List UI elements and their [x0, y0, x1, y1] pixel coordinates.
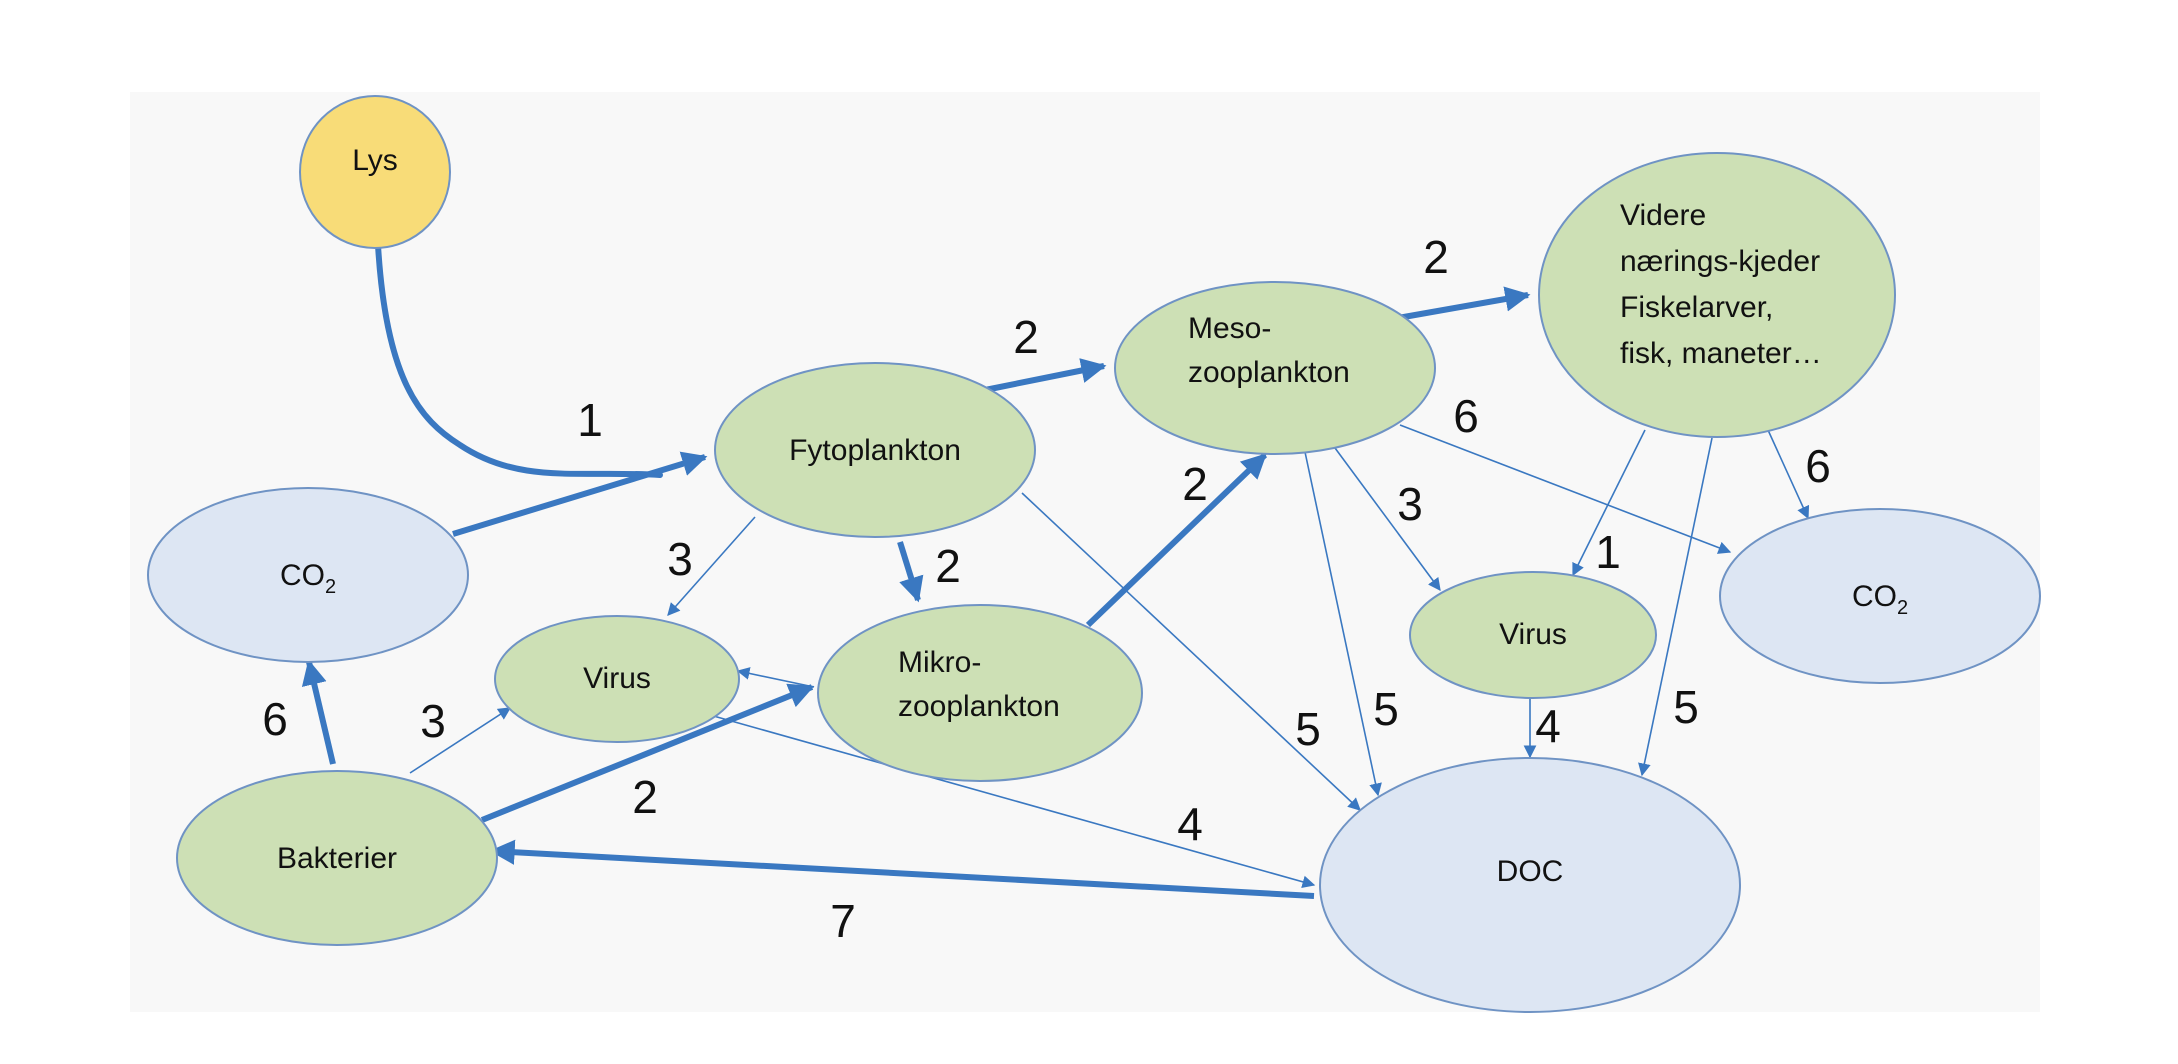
- node-fytoplankton-label: Fytoplankton: [789, 434, 961, 467]
- edge-label-meso-doc: 5: [1373, 683, 1399, 735]
- edge-label-virus-doc: 4: [1177, 798, 1203, 850]
- edge-label-bakterier-mikro: 2: [632, 771, 658, 823]
- edge-label-doc-bakterier: 7: [830, 895, 856, 947]
- node-videre-naeringskjeder: Videre nærings-kjeder Fiskelarver, fisk,…: [1538, 152, 1896, 438]
- edge-label-bakterier-co2: 6: [262, 693, 288, 745]
- edge-label-meso-virus: 3: [1397, 478, 1423, 530]
- edge-virus-left-to-doc: [709, 714, 1316, 889]
- node-virus-left-label: Virus: [583, 662, 651, 695]
- node-virus-right: Virus: [1409, 571, 1657, 699]
- node-co2-left: CO2: [147, 487, 469, 663]
- edge-label-lys-fytoplankton: 1: [577, 394, 603, 446]
- edge-videre-to-virus-right: [1572, 429, 1646, 577]
- edge-label-fytoplankton-mikro: 2: [935, 540, 961, 592]
- node-bakterier-label: Bakterier: [277, 842, 397, 875]
- edge-co2-to-fytoplankton: [452, 451, 708, 537]
- node-virus-right-label: Virus: [1499, 618, 1567, 651]
- edge-mesozooplankton-to-virus-right: [1334, 447, 1441, 592]
- edge-videre-to-co2-right: [1767, 429, 1810, 520]
- edge-label-fytoplankton-doc: 5: [1295, 703, 1321, 755]
- node-co2-left-label: CO2: [280, 559, 336, 598]
- edge-label-virus-right-doc: 4: [1535, 700, 1561, 752]
- edge-fytoplankton-to-mikrozooplankton: [897, 541, 924, 603]
- edge-label-videre-doc: 5: [1673, 681, 1699, 733]
- edge-mikrozooplankton-to-virus-left: [736, 667, 815, 688]
- node-bakterier: Bakterier: [176, 770, 498, 946]
- edge-label-videre-co2: 6: [1805, 440, 1831, 492]
- edge-labels: 1 2 2 2 2 2 6 7 3 3 4 5 5 3 6 1 5 6 4: [262, 231, 1831, 947]
- edge-label-meso-videre: 2: [1423, 231, 1449, 283]
- node-lys: Lys: [299, 95, 451, 249]
- node-mesozooplankton-label: Meso- zooplankton: [1188, 312, 1350, 389]
- edges: [301, 242, 1810, 899]
- node-doc-label: DOC: [1497, 855, 1564, 888]
- edge-mikrozooplankton-to-mesozooplankton: [1085, 452, 1268, 628]
- edge-lys-to-fytoplankton: [375, 242, 663, 478]
- nodes: Lys Fytoplankton Meso- zooplankton Vider…: [147, 95, 2041, 1013]
- node-doc: DOC: [1319, 757, 1741, 1013]
- edge-bakterier-to-mikrozooplankton: [480, 683, 815, 823]
- edge-label-fytoplankton-meso: 2: [1013, 311, 1039, 363]
- edge-mesozooplankton-to-videre: [1397, 286, 1531, 321]
- node-virus-left: Virus: [494, 615, 740, 743]
- edge-mesozooplankton-to-doc: [1304, 451, 1382, 797]
- edge-label-fytoplankton-virus: 3: [667, 533, 693, 585]
- node-lys-label: Lys: [352, 144, 398, 177]
- node-mikrozooplankton: Mikro- zooplankton: [817, 604, 1143, 782]
- edge-fytoplankton-to-mesozooplankton: [984, 358, 1107, 393]
- edge-fytoplankton-to-virus-left: [667, 516, 756, 616]
- edge-label-videre-virus: 1: [1595, 526, 1621, 578]
- edge-videre-to-doc: [1638, 437, 1713, 777]
- edge-label-meso-co2: 6: [1453, 390, 1479, 442]
- node-co2-right-label: CO2: [1852, 580, 1908, 619]
- edge-fytoplankton-to-doc: [1021, 492, 1361, 811]
- edge-label-mikro-meso: 2: [1182, 458, 1208, 510]
- edge-label-bakterier-virus: 3: [420, 695, 446, 747]
- node-mesozooplankton: Meso- zooplankton: [1114, 281, 1436, 455]
- edge-bakterier-to-co2-left: [301, 659, 336, 765]
- edge-mesozooplankton-to-co2-right: [1399, 424, 1732, 554]
- edge-doc-to-bakterier: [489, 839, 1315, 899]
- node-videre-label: Videre nærings-kjeder Fiskelarver, fisk,…: [1620, 199, 1828, 370]
- node-mikrozooplankton-label: Mikro- zooplankton: [898, 646, 1060, 723]
- edge-bakterier-to-virus-left: [409, 707, 512, 774]
- node-co2-right: CO2: [1719, 508, 2041, 684]
- node-fytoplankton: Fytoplankton: [714, 362, 1036, 538]
